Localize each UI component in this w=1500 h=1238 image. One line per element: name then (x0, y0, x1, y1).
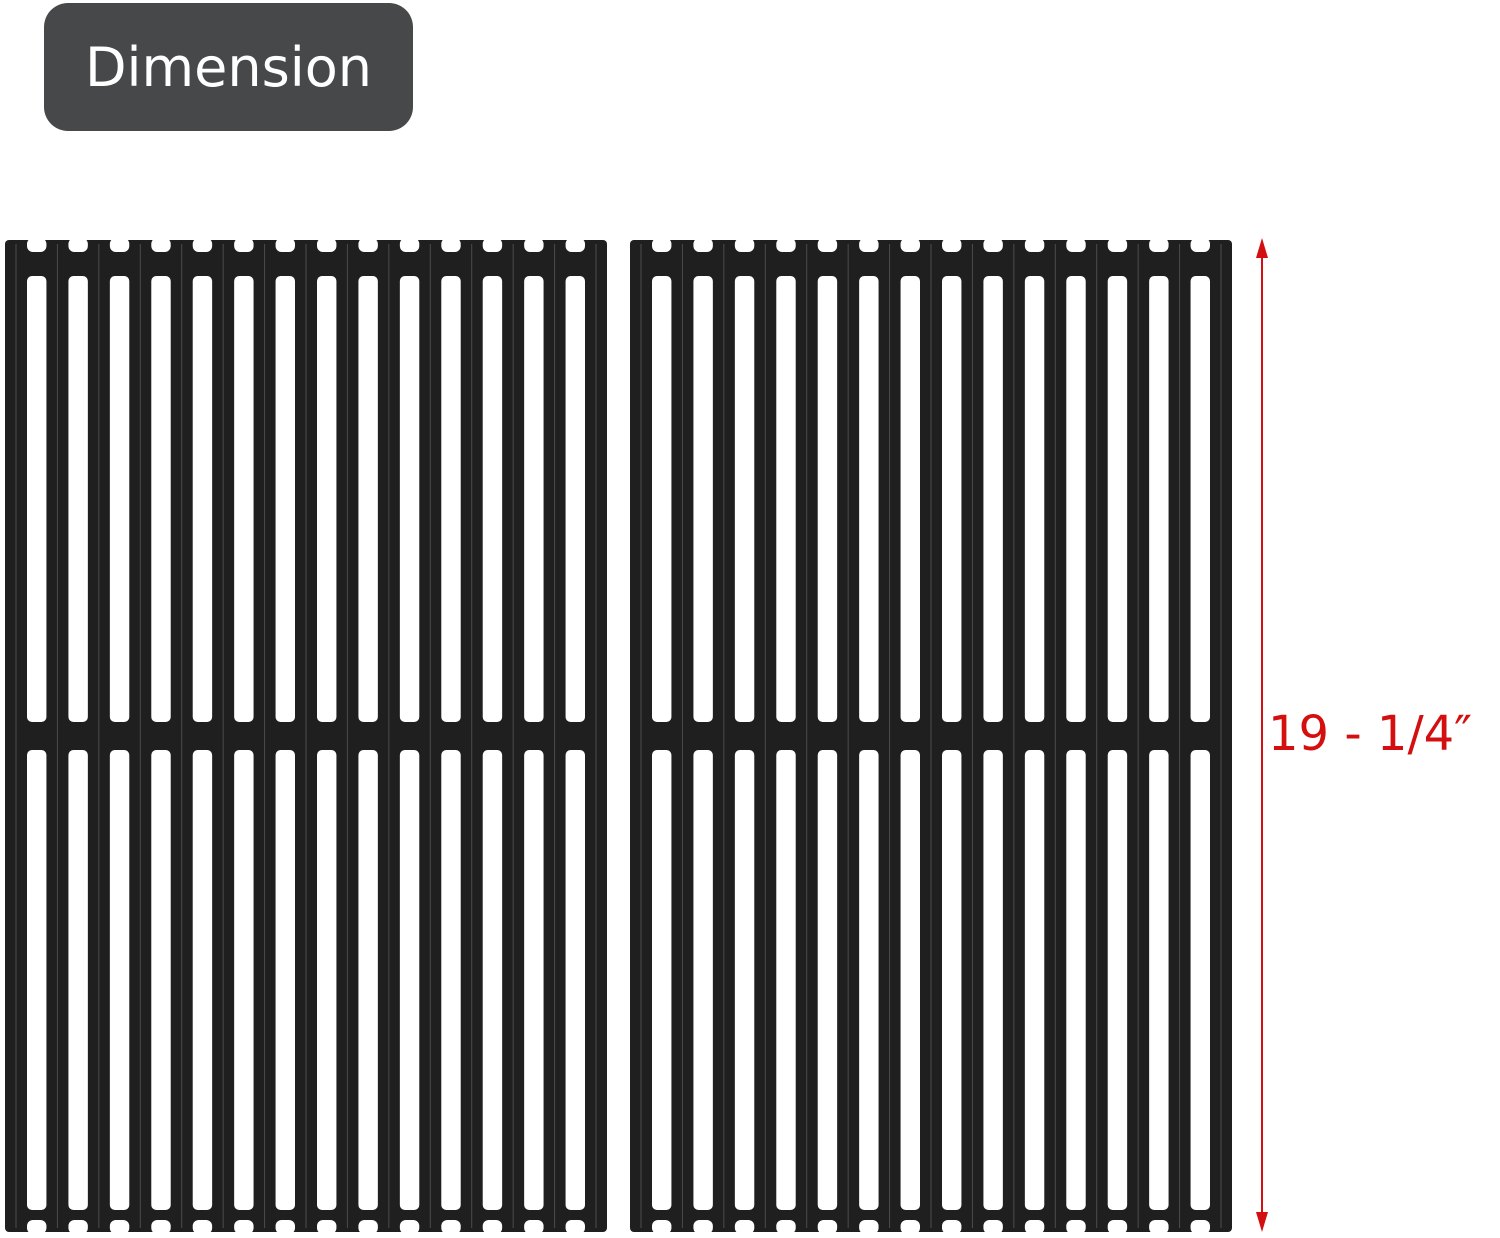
grate-slot (1149, 750, 1169, 1210)
grate-slot (1024, 750, 1045, 1210)
grate-slot (482, 276, 503, 722)
grill-grate (5, 238, 607, 1234)
grate-slot (1190, 750, 1210, 1210)
grate-slot (1024, 276, 1045, 722)
grate-slot (900, 750, 920, 1210)
grate-slot (734, 750, 755, 1210)
dimension-arrow (1256, 238, 1268, 1232)
grate-slot (1190, 276, 1210, 722)
grate-slot (27, 750, 47, 1210)
grate-slot (983, 276, 1003, 722)
grate-slot (652, 750, 672, 1210)
grate-slot (441, 750, 461, 1210)
grate-slot (441, 276, 461, 722)
grate-slot (942, 750, 962, 1210)
dimension-label: 19 - 1/4″ (1268, 706, 1473, 762)
dimension-badge: Dimension (44, 3, 413, 131)
grate-slot (942, 276, 962, 722)
grate-slot (734, 276, 755, 722)
grate-slot (1066, 750, 1086, 1210)
grate-slot (192, 276, 213, 722)
grate-slot (275, 276, 295, 722)
badge-label: Dimension (84, 35, 373, 99)
grate-slot (109, 276, 130, 722)
grate-slot (524, 276, 544, 722)
grate-slot (68, 750, 88, 1210)
grate-slot (151, 276, 171, 722)
grate-slot (1107, 276, 1128, 722)
grate-slot (234, 276, 254, 722)
grate-slot (565, 276, 585, 722)
grate-slot (983, 750, 1003, 1210)
grate-slot (109, 750, 130, 1210)
grate-slot (817, 276, 838, 722)
grate-slot (358, 750, 378, 1210)
grate-slot (1066, 276, 1086, 722)
grill-grate (630, 238, 1232, 1234)
grate-slot (482, 750, 503, 1210)
grate-slot (1149, 276, 1169, 722)
grate-slot (358, 276, 378, 722)
grate-slot (399, 750, 420, 1210)
grate-slot (399, 276, 420, 722)
grate-slot (317, 276, 337, 722)
grate-slot (27, 276, 47, 722)
grate-slot (859, 750, 879, 1210)
grate-slot (151, 750, 171, 1210)
grate-slot (776, 750, 796, 1210)
grate-slot (900, 276, 920, 722)
grate-slot (275, 750, 295, 1210)
grate-slot (234, 750, 254, 1210)
grate-slot (524, 750, 544, 1210)
grate-slot (565, 750, 585, 1210)
grate-slot (68, 276, 88, 722)
grate-slot (192, 750, 213, 1210)
grate-slot (1107, 750, 1128, 1210)
grate-slot (317, 750, 337, 1210)
grate-slot (652, 276, 672, 722)
grate-slot (817, 750, 838, 1210)
grate-slot (693, 750, 713, 1210)
grate-slot (859, 276, 879, 722)
grate-slot (693, 276, 713, 722)
grate-slot (776, 276, 796, 722)
